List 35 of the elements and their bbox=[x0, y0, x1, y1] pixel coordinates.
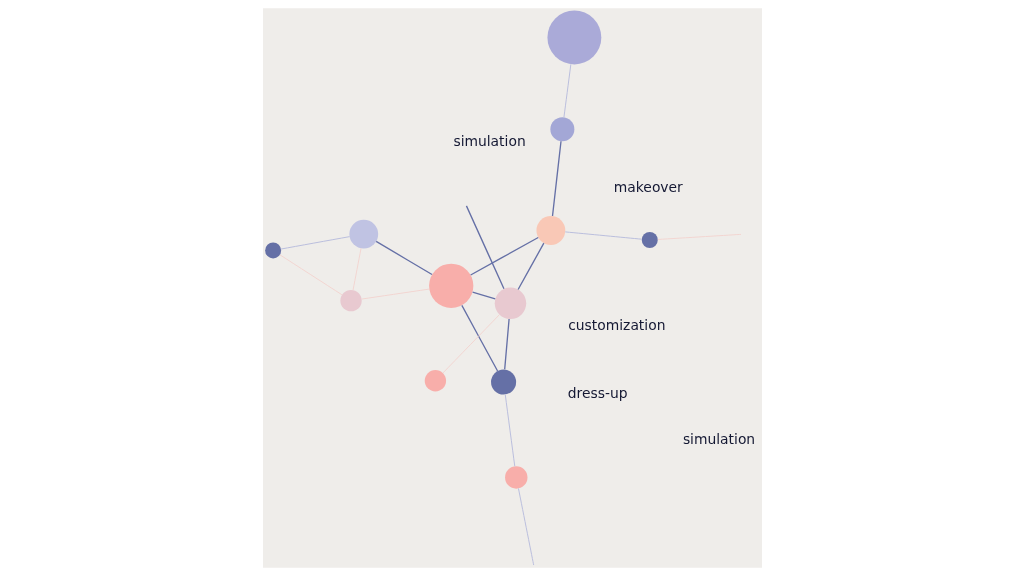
node-circle bbox=[641, 231, 658, 248]
node-circle bbox=[348, 219, 378, 249]
label: dress-up bbox=[567, 385, 627, 402]
connector bbox=[516, 242, 544, 291]
node-circle bbox=[428, 263, 473, 308]
connector bbox=[375, 240, 433, 276]
connector bbox=[441, 314, 500, 374]
connector bbox=[503, 318, 510, 371]
node-circle bbox=[339, 289, 362, 312]
node-circle bbox=[424, 370, 446, 392]
connector bbox=[517, 487, 534, 566]
connector bbox=[656, 233, 741, 240]
node-circle bbox=[494, 287, 526, 319]
connector bbox=[280, 236, 350, 250]
connector bbox=[352, 247, 362, 291]
connector bbox=[471, 291, 496, 300]
connector bbox=[465, 205, 505, 290]
connector bbox=[360, 288, 430, 300]
connector bbox=[460, 304, 498, 372]
label: simulation bbox=[682, 431, 755, 448]
connector bbox=[564, 231, 642, 240]
node-circle bbox=[490, 369, 516, 395]
connector bbox=[278, 254, 342, 296]
label: simulation bbox=[452, 132, 526, 149]
node-circle bbox=[549, 117, 574, 142]
connector bbox=[551, 140, 562, 217]
node-circle bbox=[264, 242, 281, 259]
node-circle bbox=[504, 466, 527, 489]
label: makeover bbox=[613, 178, 683, 195]
connector bbox=[469, 236, 539, 276]
node-circle bbox=[546, 10, 601, 65]
label: customization bbox=[567, 316, 665, 333]
connector bbox=[562, 63, 571, 118]
connector bbox=[504, 394, 515, 467]
node-circle bbox=[535, 216, 565, 245]
